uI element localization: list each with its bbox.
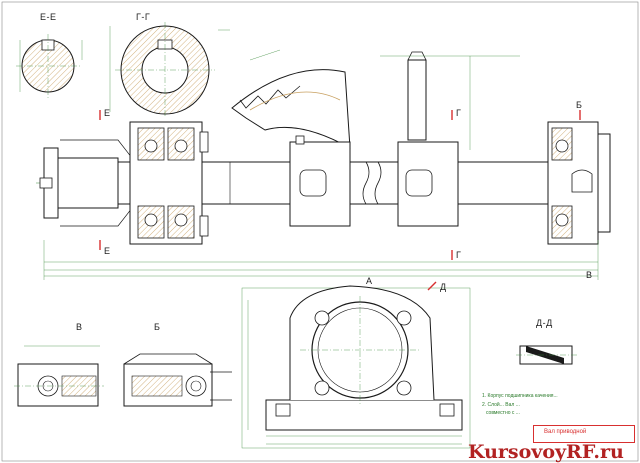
label-section-dd: Д-Д: [536, 318, 553, 328]
section-ee: [16, 34, 83, 98]
sprocket-segment: [231, 49, 351, 149]
view-v: [14, 345, 104, 407]
label-marker-v: В: [586, 270, 593, 280]
label-view-b-bottom: Б: [154, 322, 161, 332]
section-gg: [109, 22, 230, 118]
watermark-tld: .ru: [593, 441, 624, 463]
watermark-brand: Kursovoy: [468, 441, 567, 463]
label-section-gg: Г-Г: [136, 12, 151, 22]
watermark: KursovoyRF.ru: [468, 441, 624, 463]
label-section-ee: Е-Е: [40, 12, 57, 22]
label-view-b-top: Б: [576, 100, 583, 110]
label-marker-d: Д: [440, 282, 447, 292]
bearing-housing-view: [241, 281, 471, 449]
label-marker-g-bottom: Г: [456, 250, 462, 260]
title-block-text: Вал приводной: [544, 429, 587, 435]
watermark-rf: RF: [566, 441, 594, 463]
sprocket-right: [380, 51, 520, 150]
label-marker-g-top: Г: [456, 108, 462, 118]
label-view-a: А: [366, 276, 373, 286]
note-line-3: совместно с ...: [486, 410, 520, 416]
label-view-v: В: [76, 322, 83, 332]
note-line-1: 1. Корпус подшипника качения...: [482, 393, 558, 399]
section-dd: [516, 345, 578, 365]
note-line-2: 2. Слой... Вал ...: [482, 402, 520, 408]
title-block: Вал приводной: [533, 425, 635, 443]
view-b: [123, 353, 232, 407]
label-marker-e-top: Е: [104, 108, 111, 118]
label-marker-e-bottom: Е: [104, 246, 111, 256]
shaft-assembly: [36, 110, 612, 280]
